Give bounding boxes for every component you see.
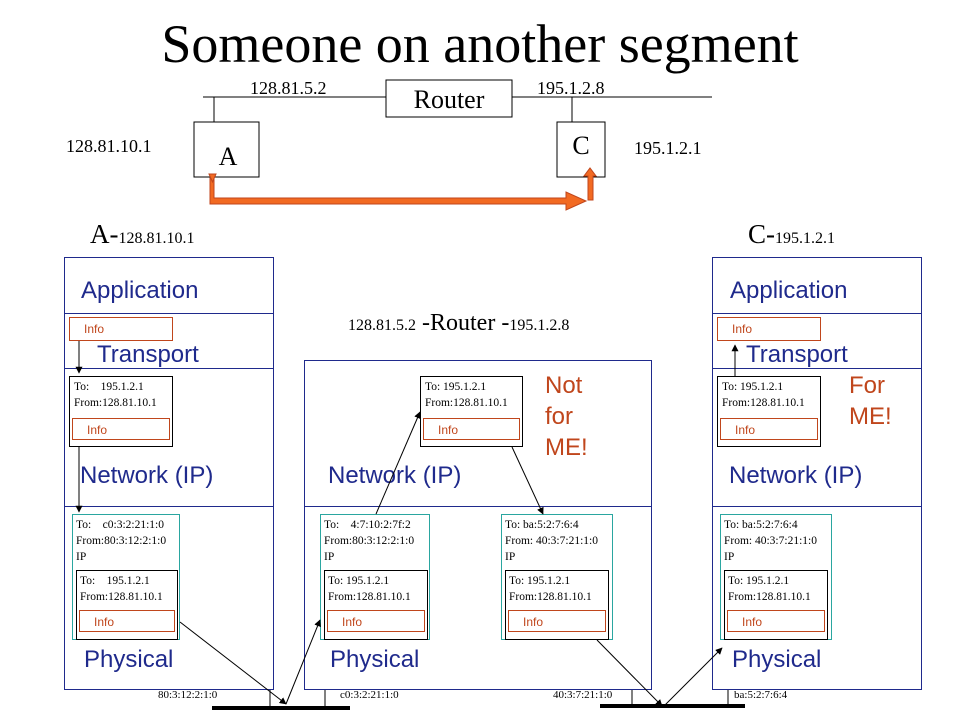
- c-sep-app: [712, 313, 922, 314]
- a-frame-info: Info: [79, 610, 175, 632]
- host-a-label: A: [219, 142, 238, 171]
- a-sep-network: [64, 506, 274, 507]
- a-frame: To: c0:3:2:21:1:0 From:80:3:12:2:1:0 IP …: [72, 514, 180, 640]
- router-not-for-me-note: Not for ME!: [545, 372, 588, 461]
- r-layer-physical: Physical: [330, 646, 420, 673]
- r-frame-in-ip-header: To: 195.1.2.1 From:128.81.10.1: [328, 575, 411, 603]
- r-frame-out-info: Info: [508, 610, 606, 632]
- router-down-arrow: [511, 446, 544, 515]
- a-transport-segment: To: 195.1.2.1 From:128.81.10.1 Info: [69, 376, 173, 447]
- mac-router-left: c0:3:2:21:1:0: [340, 689, 399, 701]
- c-transport-header: To: 195.1.2.1 From:128.81.10.1: [722, 381, 805, 409]
- router-heading-ip-right: 195.1.2.8: [509, 317, 570, 334]
- mac-a: 80:3:12:2:1:0: [158, 689, 218, 701]
- wire-to-router-arrow: [285, 619, 321, 705]
- a-layer-physical: Physical: [84, 646, 174, 673]
- a-transport-header: To: 195.1.2.1 From:128.81.10.1: [74, 381, 157, 409]
- router-heading-main: -Router -: [416, 310, 510, 336]
- c-layer-physical: Physical: [732, 646, 822, 673]
- r-sep-network: [304, 506, 652, 507]
- wire-to-c-arrow: [663, 647, 723, 707]
- transfer-arrow-body: [209, 177, 588, 211]
- a-arrow-to-wire: [179, 621, 287, 705]
- router-heading: 128.81.5.2 -Router -195.1.2.8: [348, 310, 569, 337]
- a-layer-network: Network (IP): [80, 462, 214, 489]
- c-app-info: Info: [717, 317, 821, 341]
- a-frame-ip-header: To: 195.1.2.1 From:128.81.10.1: [80, 575, 163, 603]
- c-frame-ip-header: To: 195.1.2.1 From:128.81.10.1: [728, 575, 811, 603]
- mac-router-right: 40:3:7:21:1:0: [553, 689, 613, 701]
- host-a-ip: 128.81.10.1: [66, 136, 152, 156]
- c-frame-header: To: ba:5:2:7:6:4 From: 40:3:7:21:1:0 IP: [724, 519, 817, 563]
- router-heading-ip-left: 128.81.5.2: [348, 317, 416, 334]
- transfer-arrow-up: [583, 167, 597, 201]
- router-label: Router: [414, 85, 485, 114]
- r-frame-out: To: ba:5:2:7:6:4 From: 40:3:7:21:1:0 IP …: [501, 514, 613, 640]
- c-layer-application: Application: [730, 277, 848, 304]
- host-a-heading: A-128.81.10.1: [90, 219, 195, 250]
- c-sep-network: [712, 506, 922, 507]
- a-layer-transport: Transport: [97, 341, 199, 368]
- r-frame-in-ip-packet: To: 195.1.2.1 From:128.81.10.1 Info: [324, 570, 428, 640]
- a-frame-ip-packet: To: 195.1.2.1 From:128.81.10.1 Info: [76, 570, 178, 640]
- a-layer-application: Application: [81, 277, 199, 304]
- a-sep-app: [64, 313, 274, 314]
- r-frame-out-ip-header: To: 195.1.2.1 From:128.81.10.1: [509, 575, 592, 603]
- a-app-info: Info: [69, 317, 173, 341]
- router-ip-left: 128.81.5.2: [250, 78, 327, 98]
- router-ip-right: 195.1.2.8: [537, 78, 605, 98]
- host-c-ip: 195.1.2.1: [634, 138, 702, 158]
- a-sep-transport: [64, 368, 274, 369]
- host-a-heading-main: A-: [90, 219, 119, 249]
- r-frame-in-header: To: 4:7:10:2:7f:2 From:80:3:12:2:1:0 IP: [324, 519, 415, 563]
- host-c-heading-main: C-: [748, 219, 775, 249]
- host-a-heading-ip: 128.81.10.1: [118, 230, 195, 247]
- r-network-packet: To: 195.1.2.1 From:128.81.10.1 Info: [420, 376, 523, 447]
- c-frame-ip-packet: To: 195.1.2.1 From:128.81.10.1 Info: [724, 570, 828, 640]
- host-c-label: C: [572, 131, 589, 160]
- c-frame-info: Info: [727, 610, 825, 632]
- host-c-heading-ip: 195.1.2.1: [775, 230, 835, 247]
- a-frame-header: To: c0:3:2:21:1:0 From:80:3:12:2:1:0 IP: [76, 519, 167, 563]
- c-layer-transport: Transport: [746, 341, 848, 368]
- c-layer-network: Network (IP): [729, 462, 863, 489]
- host-c-box: [556, 121, 606, 178]
- r-network-info: Info: [423, 418, 520, 440]
- r-network-header: To: 195.1.2.1 From:128.81.10.1: [425, 381, 508, 409]
- r-layer-network: Network (IP): [328, 462, 462, 489]
- r-frame-in: To: 4:7:10:2:7f:2 From:80:3:12:2:1:0 IP …: [320, 514, 430, 640]
- host-c-heading: C-195.1.2.1: [748, 219, 835, 250]
- c-for-me-note: For ME!: [849, 372, 892, 430]
- c-frame: To: ba:5:2:7:6:4 From: 40:3:7:21:1:0 IP …: [720, 514, 832, 640]
- r-frame-out-header: To: ba:5:2:7:6:4 From: 40:3:7:21:1:0 IP: [505, 519, 598, 563]
- r-frame-in-info: Info: [327, 610, 425, 632]
- a-transport-info: Info: [72, 418, 170, 440]
- router-to-wire-arrow: [596, 639, 663, 707]
- router-box: [385, 79, 513, 118]
- c-transport-segment: To: 195.1.2.1 From:128.81.10.1 Info: [717, 376, 821, 447]
- router-up-arrow: [375, 411, 421, 515]
- r-frame-out-ip-packet: To: 195.1.2.1 From:128.81.10.1 Info: [505, 570, 609, 640]
- page-title: Someone on another segment: [161, 14, 799, 74]
- host-a-box: [193, 121, 260, 178]
- mac-c: ba:5:2:7:6:4: [734, 689, 788, 701]
- c-sep-transport: [712, 368, 922, 369]
- transfer-arrow-start: [208, 173, 217, 184]
- c-transport-info: Info: [720, 418, 818, 440]
